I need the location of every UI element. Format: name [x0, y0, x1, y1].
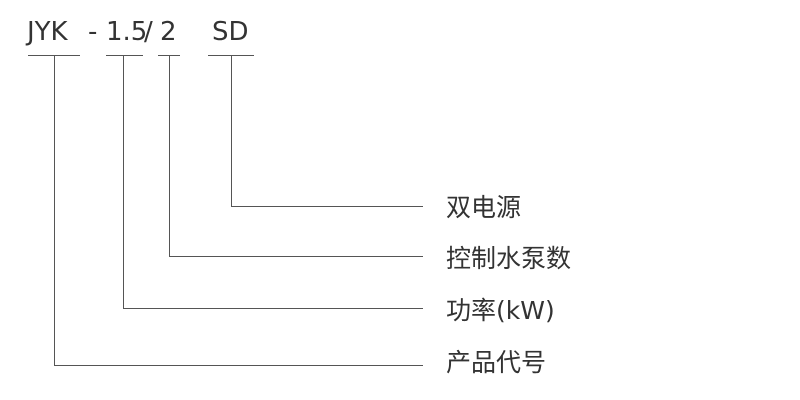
code-product: JYK [25, 17, 69, 47]
label-product-code: 产品代号 [446, 348, 546, 377]
label-dual-power-supply: 双电源 [446, 193, 521, 222]
code-power: 1.5 [106, 17, 147, 47]
code-supply: SD [212, 17, 249, 47]
code-separator-dash: - [88, 17, 97, 47]
legend-labels: 双电源 控制水泵数 功率(kW) 产品代号 [446, 193, 571, 377]
leader-supply [231, 55, 423, 207]
label-power-kw: 功率(kW) [446, 296, 555, 325]
leader-pumps [169, 55, 423, 257]
leader-lines [54, 55, 423, 366]
code-separator-slash: / [144, 17, 153, 47]
label-pump-count: 控制水泵数 [446, 244, 571, 273]
code-pumps: 2 [160, 17, 177, 47]
leader-power [123, 55, 423, 309]
leader-product [54, 55, 423, 366]
model-code: JYK - 1.5 / 2 SD [25, 17, 249, 47]
